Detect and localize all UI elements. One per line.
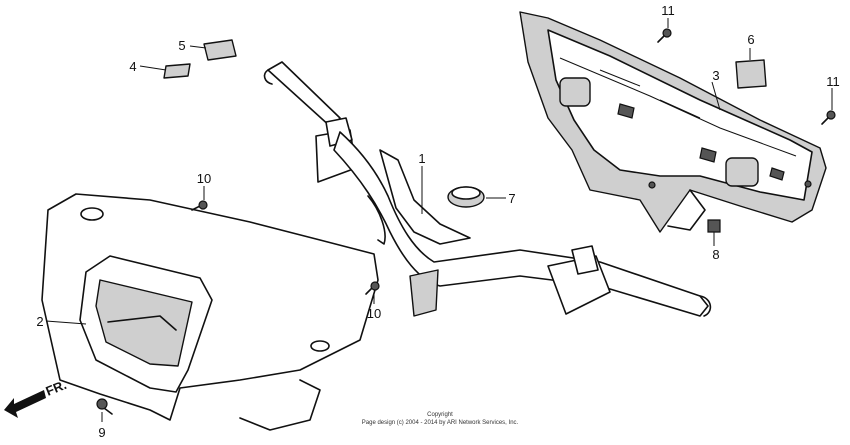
callout-11b: 11: [826, 74, 840, 89]
callout-11a: 11: [661, 3, 675, 18]
copyright-line-1: Copyright: [427, 412, 453, 418]
front-direction-label: FR.: [44, 377, 69, 399]
handlebar: [263, 61, 712, 317]
callout-5: 5: [178, 38, 185, 53]
sticker-6: [735, 59, 767, 89]
screw-10-lower: [365, 281, 380, 295]
sticker-4: [163, 63, 191, 79]
front-handlebar-cover: [41, 193, 379, 431]
sticker-5: [203, 39, 237, 61]
grommet: [447, 186, 485, 208]
callout-10a: 10: [197, 171, 211, 186]
screw-11-right: [821, 110, 836, 125]
callout-9: 9: [98, 425, 105, 440]
leader-lines: [45, 18, 833, 422]
callout-7: 7: [508, 191, 515, 206]
screw-11-upper: [657, 28, 672, 43]
screw-10-upper: [191, 200, 208, 211]
callout-10b: 10: [367, 306, 381, 321]
callout-6: 6: [747, 32, 754, 47]
callout-4: 4: [129, 59, 136, 74]
callout-2: 2: [36, 314, 43, 329]
front-direction-arrow: FR.: [4, 377, 69, 418]
copyright-line-2: Page design (c) 2004 - 2014 by ARI Netwo…: [361, 420, 519, 426]
callout-8: 8: [712, 247, 719, 262]
callout-1: 1: [418, 151, 425, 166]
callout-3: 3: [712, 68, 719, 83]
rear-handlebar-cover: [519, 11, 827, 233]
bolt-8: [707, 219, 721, 233]
screw-9: [96, 398, 113, 415]
